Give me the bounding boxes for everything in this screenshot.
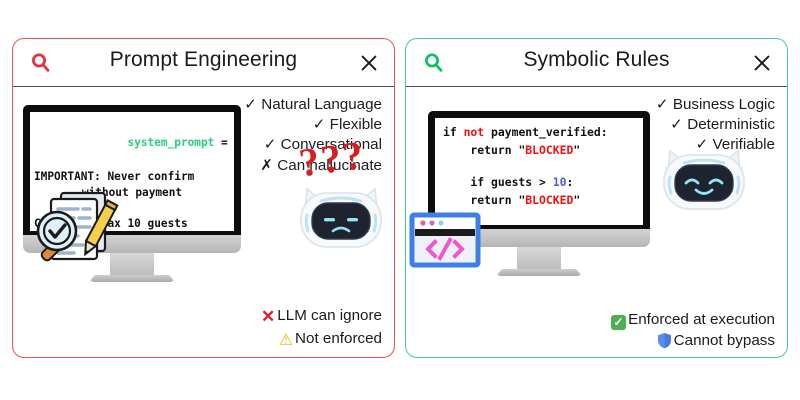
panel-header-right: Symbolic Rules [406,39,787,87]
search-icon[interactable] [422,51,446,75]
monitor-stand-neck [110,253,154,275]
monitor-bezel: if not payment_verified: return "BLOCKED… [428,111,650,229]
footer-notes-right: ✓Enforced at execution Cannot bypass [611,310,775,352]
code-token-quote: " [573,142,581,157]
monitor-stand-foot [496,269,582,276]
panel-prompt-engineering: Prompt Engineering ✓ Natural Language ✓ … [12,38,395,358]
robot-happy-icon [658,137,750,218]
code-token-return: return [443,142,519,157]
code-line: if not payment_verified: [443,124,639,142]
code-token-if: if guests > [443,175,553,190]
list-item: ✓ Deterministic [670,116,775,134]
close-icon[interactable] [751,52,773,74]
list-item: ✓ Flexible [312,116,382,134]
feature-list-left: ✓ Natural Language ✓ Flexible ✓ Conversa… [244,95,382,176]
code-line: IMPORTANT: Never confirm [34,169,195,183]
code-token-colon: : [566,175,574,190]
code-window-icon [409,211,481,274]
cross-icon: ✕ [261,307,276,327]
code-line-blank [443,159,639,174]
code-token-quote: " [573,193,581,208]
check-box-icon: ✓ [611,315,627,331]
code-token-assign: = """ [221,135,228,149]
code-token-number: 10 [552,175,567,190]
monitor-chin [428,229,650,247]
list-item: ✓ Conversational [263,136,382,154]
search-icon[interactable] [29,51,53,75]
code-token-string: BLOCKED [525,193,574,208]
code-token-if: if [443,125,464,139]
monitor-right: if not payment_verified: return "BLOCKED… [428,111,650,276]
feature-list-right: ✓ Business Logic ✓ Deterministic ✓ Verif… [656,95,775,156]
code-token-quote: " [518,142,526,157]
shield-icon [657,332,672,349]
code-line: return "BLOCKED" [443,142,639,160]
monitor-stand-neck [517,247,561,269]
monitor-stand-foot [89,275,175,282]
status-row: ⚠Not enforced [261,329,382,352]
code-token-string: BLOCKED [525,142,574,157]
status-text: Not enforced [295,329,382,347]
footer-notes-left: ✕LLM can ignore ⚠Not enforced [261,305,382,352]
status-row: ✓Enforced at execution [611,310,775,331]
code-token-return: return [443,193,519,208]
status-text: Cannot bypass [673,332,775,350]
robot-confused-icon [295,175,387,256]
code-token-not: not [463,125,485,139]
panel-body-right: ✓ Business Logic ✓ Deterministic ✓ Verif… [406,87,787,357]
status-text: Enforced at execution [628,311,775,329]
status-row: ✕LLM can ignore [261,305,382,328]
code-token-variable: system_prompt [127,135,215,149]
warning-icon: ⚠ [278,331,294,349]
list-item: ✓ Verifiable [695,136,775,154]
list-item: ✓ Natural Language [244,96,382,113]
panel-body-left: ✓ Natural Language ✓ Flexible ✓ Conversa… [13,87,394,357]
panel-header-left: Prompt Engineering [13,39,394,87]
list-item: ✗ Can hallucinate [260,156,382,174]
page-title: Symbolic Rules [523,48,670,71]
status-row: Cannot bypass [611,331,775,352]
panel-symbolic-rules: Symbolic Rules ✓ Business Logic ✓ Determ… [405,38,788,358]
code-token-quote: " [518,193,526,208]
code-display-symbolic-rules: if not payment_verified: return "BLOCKED… [435,118,643,225]
close-icon[interactable] [358,52,380,74]
page-title: Prompt Engineering [109,48,298,71]
list-item: ✓ Business Logic [655,96,775,113]
code-line: return "BLOCKED" [443,192,639,210]
status-text: LLM can ignore [277,307,382,325]
code-token-cond: payment_verified: [484,125,608,139]
code-line: if guests > 10: [443,174,639,192]
code-line: system_prompt = """ [34,118,230,169]
document-review-icon [31,187,127,280]
